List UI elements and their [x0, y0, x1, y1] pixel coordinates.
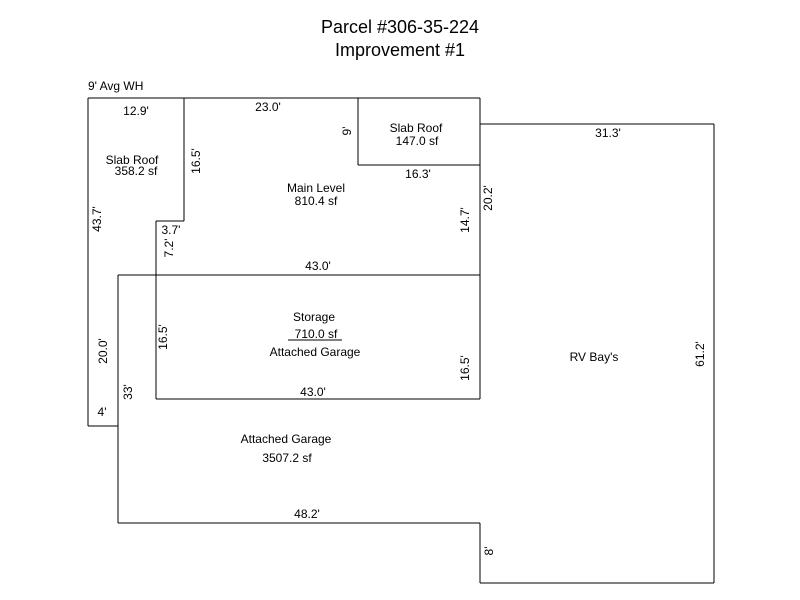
attached-garage-name: Attached Garage	[241, 432, 332, 446]
storage-sub-label: Attached Garage	[270, 345, 361, 359]
dim-20-0: 20.0'	[96, 338, 110, 364]
dim-23-0: 23.0'	[255, 100, 281, 114]
storage-area: 710.0 sf	[295, 327, 338, 341]
dim-16-5-right: 16.5'	[458, 355, 472, 381]
attached-garage-area: 3507.2 sf	[262, 451, 312, 465]
parcel-title: Parcel #306-35-224	[321, 17, 479, 37]
dim-7-2: 7.2'	[162, 239, 176, 258]
main-level-name: Main Level	[287, 181, 345, 195]
dim-20-2: 20.2'	[481, 185, 495, 211]
slab-roof-top-area: 147.0 sf	[396, 134, 439, 148]
rv-bays-name: RV Bay's	[570, 350, 619, 364]
dim-4: 4'	[98, 405, 107, 419]
dim-33: 33'	[121, 384, 135, 400]
building-outline	[87, 97, 715, 584]
dim-16-3: 16.3'	[405, 167, 431, 181]
improvement-title: Improvement #1	[335, 40, 465, 60]
storage-name: Storage	[293, 310, 335, 324]
slab-roof-top-name: Slab Roof	[390, 121, 443, 135]
dim-43-0-top: 43.0'	[305, 259, 331, 273]
dim-48-2: 48.2'	[294, 507, 320, 521]
dim-43-7: 43.7'	[90, 206, 104, 232]
dim-3-7: 3.7'	[162, 223, 181, 237]
slab-roof-left-area: 358.2 sf	[115, 164, 158, 178]
dim-9: 9'	[340, 127, 354, 136]
dim-16-5-left: 16.5'	[156, 324, 170, 350]
dim-61-2: 61.2'	[693, 341, 707, 367]
dim-8: 8'	[482, 547, 496, 556]
wall-height-note: 9' Avg WH	[88, 79, 143, 93]
slab-roof-left-name: Slab Roof	[106, 153, 159, 167]
main-level-area: 810.4 sf	[295, 194, 338, 208]
dim-14-7: 14.7'	[458, 207, 472, 233]
dim-12-9: 12.9'	[123, 104, 149, 118]
dim-16-5-top: 16.5'	[189, 148, 203, 174]
dim-31-3: 31.3'	[595, 126, 621, 140]
interior-lines	[118, 98, 480, 400]
dim-43-0-bottom: 43.0'	[300, 385, 326, 399]
